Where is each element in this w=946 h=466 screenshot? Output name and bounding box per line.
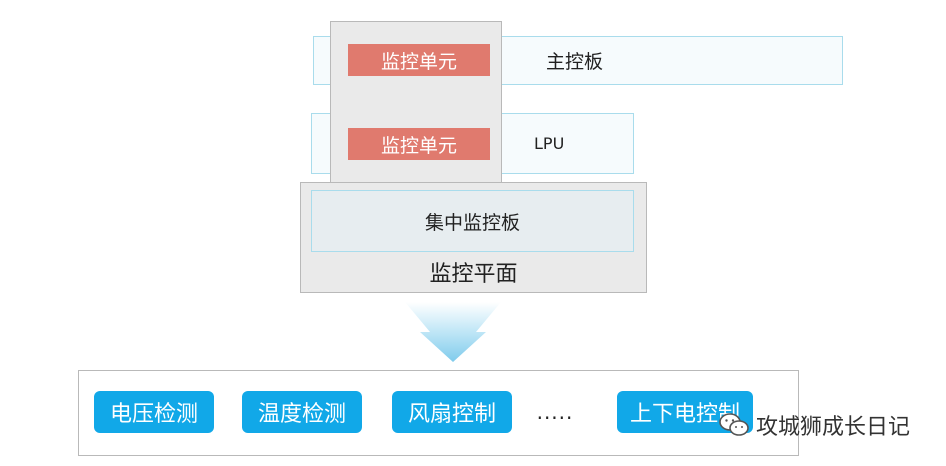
function-temperature-detection: 温度检测 bbox=[242, 391, 362, 433]
watermark-text: 攻城狮成长日记 bbox=[756, 415, 911, 440]
more-functions-ellipsis: ..... bbox=[536, 400, 574, 424]
lpu-label: LPU bbox=[534, 134, 565, 153]
central-monitor-board: 集中监控板 bbox=[311, 190, 634, 252]
lpu-monitor-unit: 监控单元 bbox=[348, 128, 490, 160]
main-board-label: 主控板 bbox=[546, 51, 604, 73]
wechat-icon bbox=[719, 413, 749, 436]
function-fan-control: 风扇控制 bbox=[392, 391, 512, 433]
down-arrow-icon bbox=[405, 302, 501, 362]
watermark: 攻城狮成长日记 bbox=[718, 408, 946, 442]
monitor-plane-label: 监控平面 bbox=[429, 262, 518, 287]
function-voltage-detection: 电压检测 bbox=[94, 391, 214, 433]
main-board-monitor-unit: 监控单元 bbox=[348, 44, 490, 76]
